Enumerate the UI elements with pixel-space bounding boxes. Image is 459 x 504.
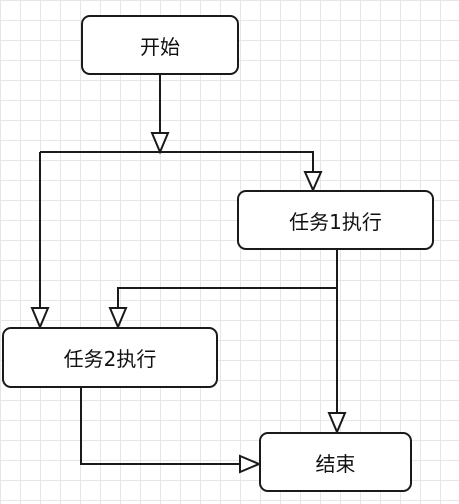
arrowhead-task1: [303, 171, 323, 193]
node-end-label: 结束: [315, 451, 356, 476]
arrowhead-task2-from-start: [30, 307, 50, 330]
node-start[interactable]: 开始: [81, 15, 239, 75]
edge-task2-to-end: [80, 388, 240, 465]
node-task2-label: 任务2执行: [63, 347, 157, 371]
node-task1[interactable]: 任务1执行: [237, 190, 434, 250]
edge-start-to-task1: [40, 151, 314, 172]
node-task2[interactable]: 任务2执行: [2, 327, 218, 388]
arrowhead-task2-from-task1: [108, 307, 128, 330]
node-end[interactable]: 结束: [259, 432, 412, 492]
node-start-label: 开始: [140, 34, 180, 59]
arrowhead-end-from-task2: [239, 454, 262, 474]
edge-task1-to-task2: [117, 287, 337, 308]
arrowhead-end-from-task1: [327, 412, 347, 435]
node-task1-label: 任务1执行: [289, 209, 382, 234]
arrowhead-start-trunk: [150, 132, 170, 155]
